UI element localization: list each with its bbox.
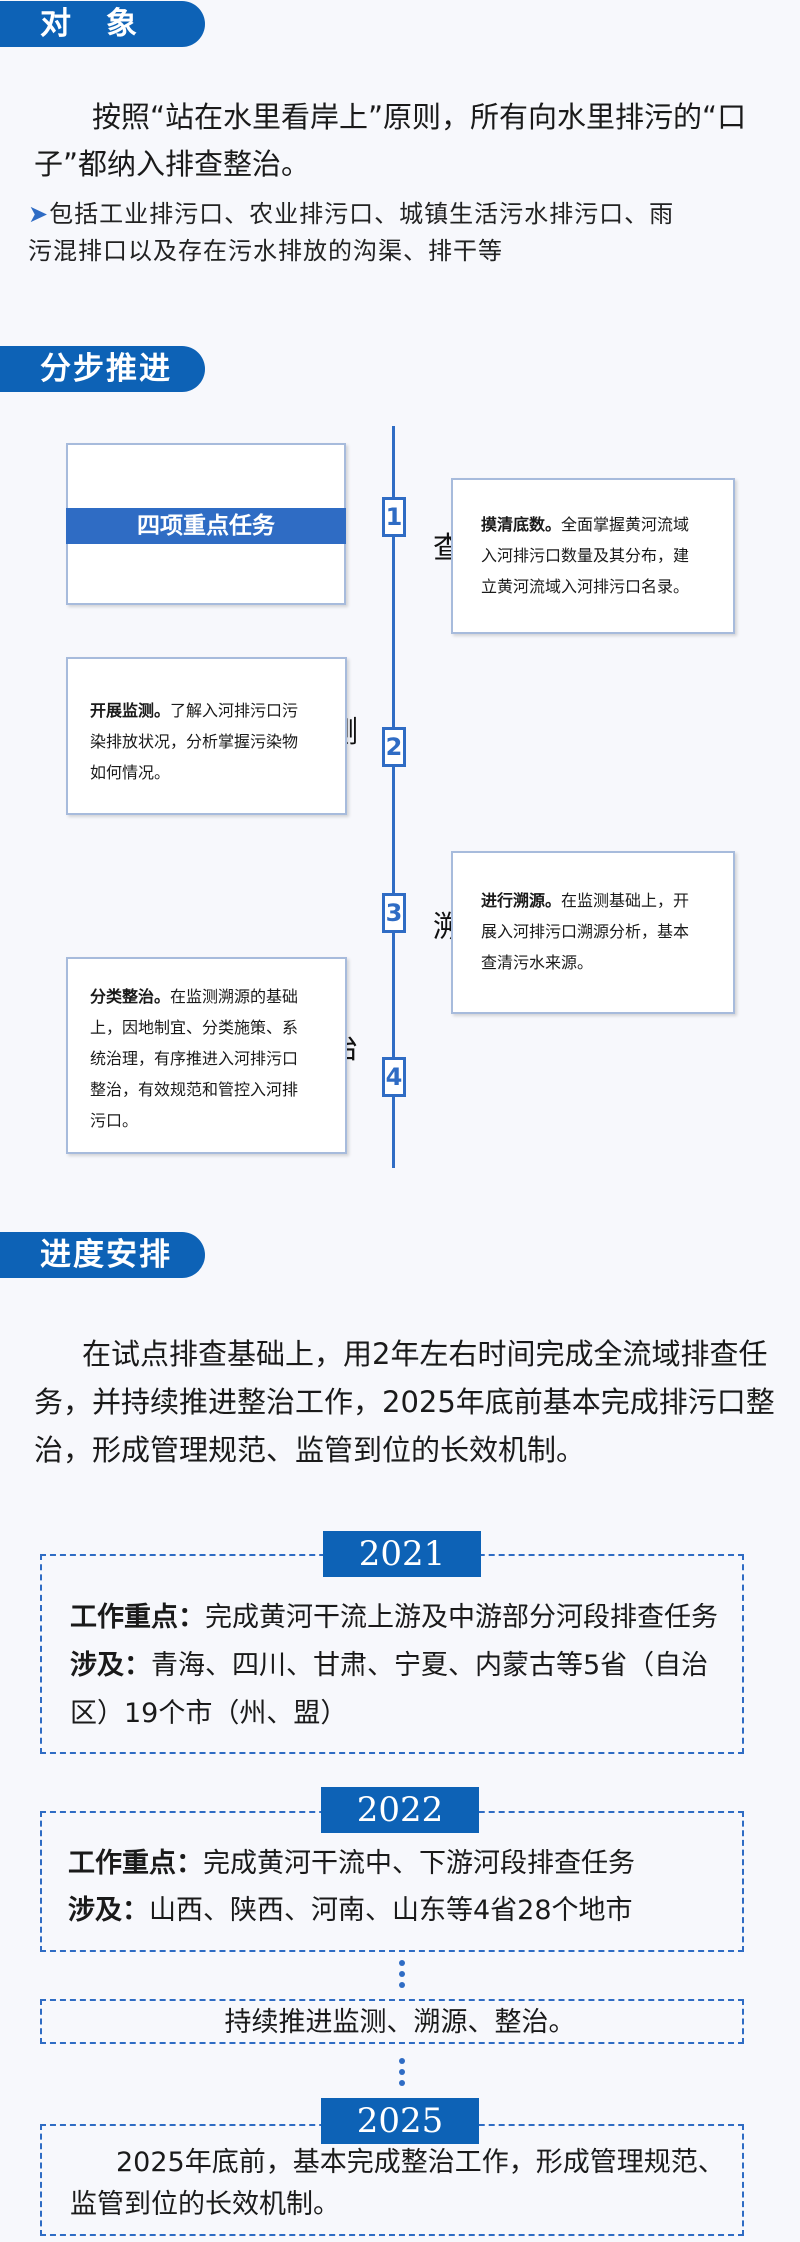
object-line-1: 按照“站在水里看岸上”原则，所有向水里排污的“口	[92, 100, 747, 134]
year-2022-focus: 工作重点：完成黄河干流中、下游河段排查任务	[68, 1848, 635, 1879]
year-2022-scope: 涉及：山西、陕西、河南、山东等4省28个地市	[68, 1895, 633, 1926]
schedule-line-1: 在试点排查基础上，用2年左右时间完成全流域排查任	[82, 1337, 768, 1371]
schedule-paragraph: 在试点排查基础上，用2年左右时间完成全流域排查任 务，并持续推进整治工作，202…	[34, 1330, 782, 1474]
section-tag-steps: 分步推进	[0, 346, 205, 392]
object-bullet: ➤包括工业排污口、农业排污口、城镇生活污水排污口、雨 污混排口以及存在污水排放的…	[28, 196, 778, 270]
continue-text: 持续推进监测、溯源、整治。	[224, 2007, 576, 2038]
year-2021-scope: 涉及：青海、四川、甘肃、宁夏、内蒙古等5省（自治	[70, 1650, 709, 1681]
connector-dot	[399, 1971, 405, 1977]
year-2021-scope-cont: 区）19个市（州、盟）	[70, 1698, 348, 1729]
step-text-1: 摸清底数。全面掌握黄河流域 入河排污口数量及其分布，建 立黄河流域入河排污口名录…	[481, 515, 690, 596]
bullet-arrow-icon: ➤	[28, 200, 50, 228]
step-box-2: 开展监测。了解入河排污口污 染排放状况，分析掌握污染物 如何情况。	[66, 657, 347, 815]
connector-dot	[399, 2058, 405, 2064]
year-2025-line-2: 监管到位的长效机制。	[70, 2189, 340, 2220]
step-text-4: 分类整治。在监测溯源的基础 上，因地制宜、分类施策、系 统治理，有序推进入河排污…	[90, 987, 299, 1130]
step-box-4: 分类整治。在监测溯源的基础 上，因地制宜、分类施策、系 统治理，有序推进入河排污…	[66, 957, 347, 1154]
step-box-3: 进行溯源。在监测基础上，开 展入河排污口溯源分析，基本 查清污水来源。	[451, 851, 735, 1014]
object-line-2: 子”都纳入排查整治。	[34, 147, 311, 181]
bullet-line-2: 污混排口以及存在污水排放的沟渠、排干等	[28, 237, 503, 265]
bullet-line-1: ➤包括工业排污口、农业排污口、城镇生活污水排污口、雨	[28, 200, 675, 228]
connector-dot	[399, 2080, 405, 2086]
schedule-line-3: 治，形成管理规范、监管到位的长效机制。	[34, 1433, 586, 1467]
tasks-title-bar: 四项重点任务	[66, 508, 346, 544]
step-text-2: 开展监测。了解入河排污口污 染排放状况，分析掌握污染物 如何情况。	[90, 701, 299, 782]
object-paragraph: 按照“站在水里看岸上”原则，所有向水里排污的“口 子”都纳入排查整治。	[34, 94, 774, 188]
connector-dot	[399, 2069, 405, 2075]
year-label-2025: 2025	[321, 2098, 479, 2144]
tasks-title-box: 四项重点任务	[66, 443, 346, 605]
step-number-3: 3	[382, 893, 406, 933]
step-number-1: 1	[382, 497, 406, 537]
schedule-line-2: 务，并持续推进整治工作，2025年底前基本完成排污口整	[34, 1385, 775, 1419]
section-tag-object: 对 象	[0, 1, 205, 47]
year-2021-content: 工作重点：完成黄河干流上游及中游部分河段排查任务 涉及：青海、四川、甘肃、宁夏、…	[70, 1594, 750, 1738]
continue-box	[40, 1999, 744, 2044]
year-label-2022: 2022	[321, 1787, 479, 1833]
year-2021-focus: 工作重点：完成黄河干流上游及中游部分河段排查任务	[70, 1602, 718, 1633]
year-2025-content: 2025年底前，基本完成整治工作，形成管理规范、 监管到位的长效机制。	[70, 2142, 760, 2226]
timeline-line	[392, 426, 395, 1168]
connector-dot	[399, 1960, 405, 1966]
section-tag-schedule: 进度安排	[0, 1232, 205, 1278]
step-text-3: 进行溯源。在监测基础上，开 展入河排污口溯源分析，基本 查清污水来源。	[481, 891, 690, 972]
step-number-4: 4	[382, 1057, 406, 1097]
year-2025-line-1: 2025年底前，基本完成整治工作，形成管理规范、	[116, 2147, 725, 2178]
step-number-2: 2	[382, 727, 406, 767]
step-box-1: 摸清底数。全面掌握黄河流域 入河排污口数量及其分布，建 立黄河流域入河排污口名录…	[451, 478, 735, 634]
year-label-2021: 2021	[323, 1531, 481, 1577]
year-2022-content: 工作重点：完成黄河干流中、下游河段排查任务 涉及：山西、陕西、河南、山东等4省2…	[68, 1840, 748, 1934]
connector-dot	[399, 1982, 405, 1988]
